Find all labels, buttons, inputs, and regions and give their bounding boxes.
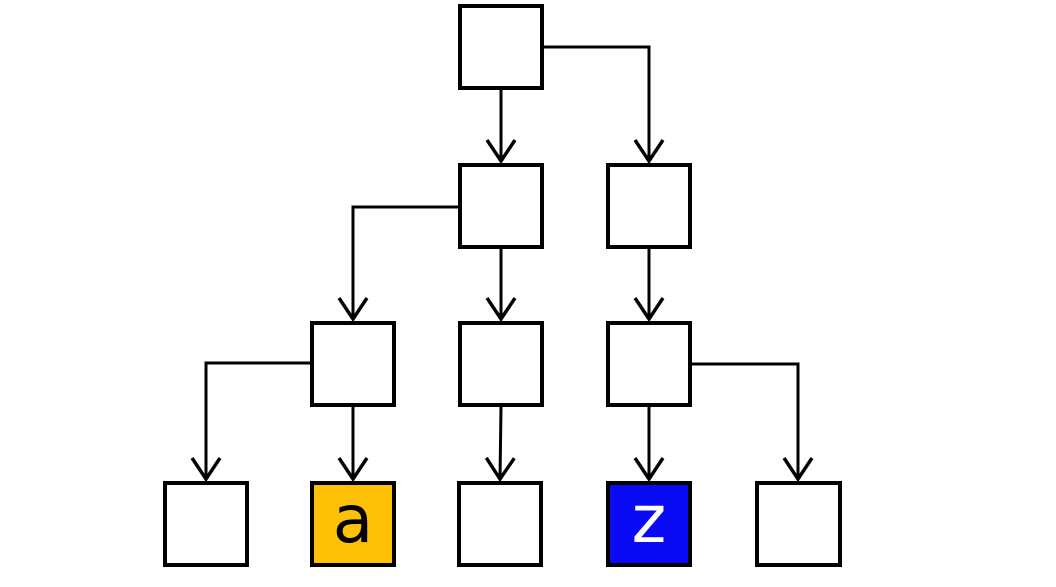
edge-group xyxy=(190,45,814,483)
node-label-leaf-z: z xyxy=(631,481,667,558)
edge-l2-left-to-l3-left xyxy=(337,205,458,323)
tree-node-l3-left xyxy=(310,321,396,407)
tree-node-leaf-z: z xyxy=(606,481,692,567)
tree-node-leaf-2 xyxy=(457,481,543,567)
edge-l3-mid-to-leaf-2 xyxy=(484,406,516,483)
tree-node-leaf-a: a xyxy=(310,481,396,567)
tree-node-l2-right xyxy=(606,163,692,249)
edge-l3-right-to-leaf-3 xyxy=(692,362,814,483)
tree-node-l2-left xyxy=(458,163,544,249)
tree-node-l3-mid xyxy=(458,321,544,407)
tree-node-leaf-1 xyxy=(163,481,249,567)
tree-node-root xyxy=(458,4,544,90)
tree-node-leaf-3 xyxy=(755,481,842,567)
tree-node-l3-right xyxy=(606,321,692,407)
edge-root-to-l2-right xyxy=(544,45,665,165)
edge-l3-left-to-leaf-1 xyxy=(190,361,310,483)
node-label-leaf-a: a xyxy=(332,481,374,558)
